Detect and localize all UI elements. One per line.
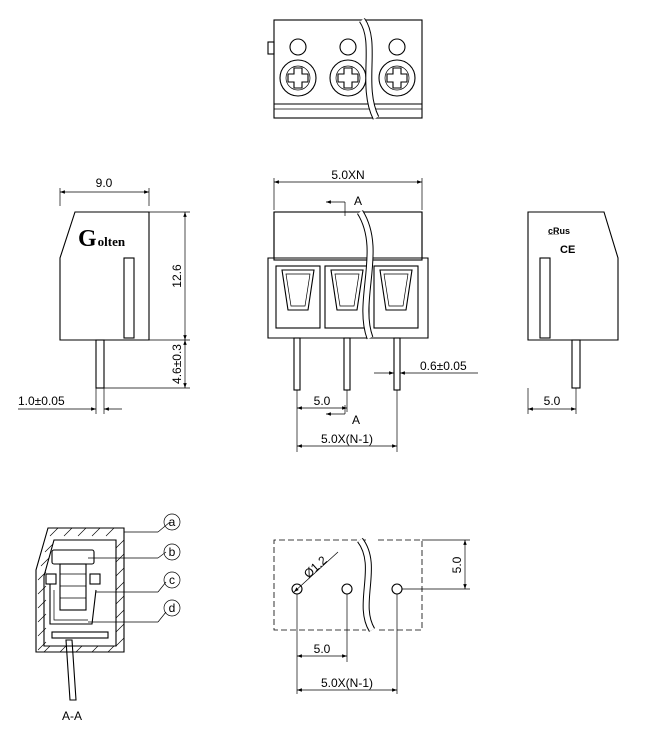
right-side-view: c̲R̲us CE 5.0	[527, 211, 619, 414]
section-view: A-A a b c d	[35, 513, 181, 723]
dim-total-pitch: 5.0XN	[331, 168, 364, 182]
callout-a: a	[124, 513, 181, 533]
pcb-hole-2	[341, 583, 353, 595]
dim-pitch-span-pcb: 5.0X(N-1)	[321, 676, 373, 690]
dim-pitch-front: 5.0	[314, 394, 331, 408]
svg-text:d: d	[169, 601, 176, 615]
screw-head-2	[329, 59, 367, 97]
callout-d: d	[88, 599, 181, 623]
left-side-view: Golten 9.0 12.6 4.6±0.3 1.0±0.05	[18, 176, 190, 414]
pcb-hole-3	[391, 583, 403, 595]
dim-width-left: 9.0	[96, 176, 113, 190]
wire-clamp-3	[373, 265, 419, 391]
section-view-label: A-A	[62, 709, 82, 723]
top-hole-1	[289, 38, 307, 56]
dim-pitch-pcb: 5.0	[314, 642, 331, 656]
svg-text:A: A	[354, 194, 362, 208]
brand-logo: Golten	[78, 226, 126, 252]
dim-pin-length: 4.6±0.3	[170, 344, 184, 384]
dim-pin-offset: 1.0±0.05	[18, 394, 65, 408]
top-hole-3	[388, 38, 406, 56]
screw-head-1	[279, 59, 317, 97]
pcb-layout: Ø1.2 5.0 5.0 5.0X(N-1)	[273, 537, 470, 694]
callout-b: b	[88, 543, 181, 561]
section-marker-top: A	[326, 194, 362, 216]
dim-pitch-right: 5.0	[544, 394, 561, 408]
dim-pitch-span-front: 5.0X(N-1)	[321, 432, 373, 446]
ce-mark: CE	[560, 244, 575, 256]
callout-c: c	[96, 571, 181, 593]
front-view: 5.0XN A A 5.0 5.0X(N-1) 0.6±0.05	[267, 168, 478, 452]
wire-clamp-1	[275, 265, 321, 391]
dim-pin-thickness: 0.6±0.05	[420, 359, 467, 373]
svg-text:c: c	[169, 573, 175, 587]
ul-mark: c̲R̲us	[548, 226, 570, 236]
top-hole-2	[339, 38, 357, 56]
svg-text:b: b	[169, 545, 176, 559]
dim-hole-diameter: Ø1.2	[301, 553, 330, 581]
screw-head-3	[378, 59, 416, 97]
dim-height-body: 12.6	[170, 264, 184, 288]
svg-text:a: a	[169, 515, 176, 529]
top-view	[267, 17, 423, 120]
wire-clamp-2	[324, 265, 370, 391]
dim-pcb-row-offset: 5.0	[450, 556, 464, 573]
svg-text:A: A	[352, 413, 360, 427]
